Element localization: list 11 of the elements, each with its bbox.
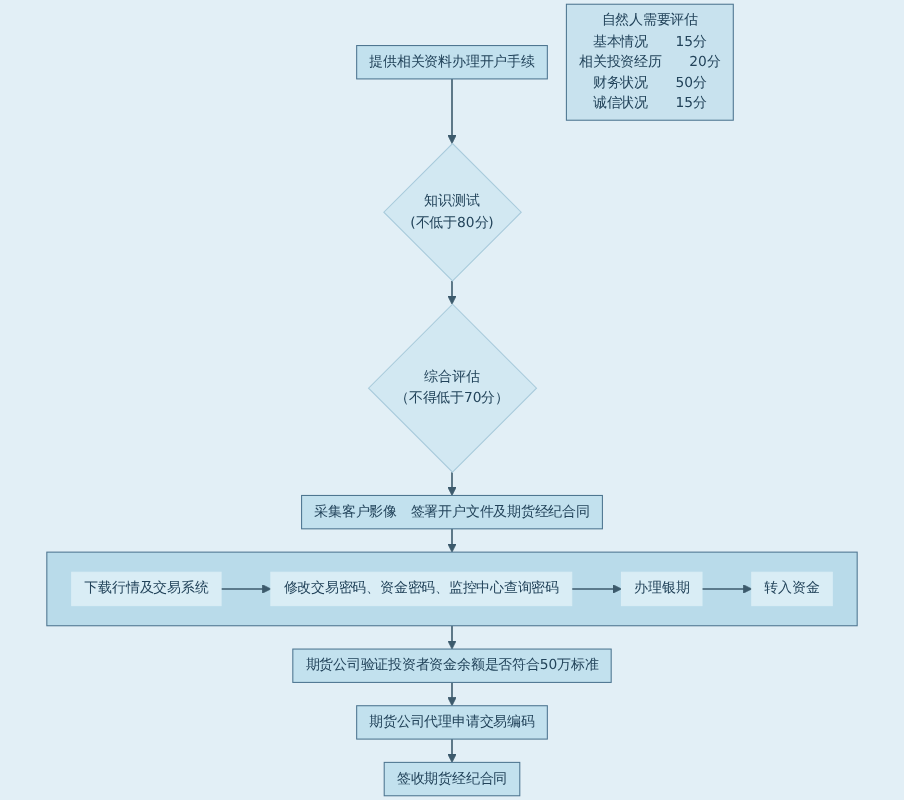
cluster [46,551,858,627]
arrow [570,584,622,594]
arrow [447,681,457,707]
arrow [447,280,457,305]
arrow [220,584,272,594]
arrow [447,471,457,496]
arrow [447,738,457,763]
arrow [447,78,457,144]
arrow [701,584,753,594]
arrow [447,528,457,553]
arrow [447,624,457,650]
